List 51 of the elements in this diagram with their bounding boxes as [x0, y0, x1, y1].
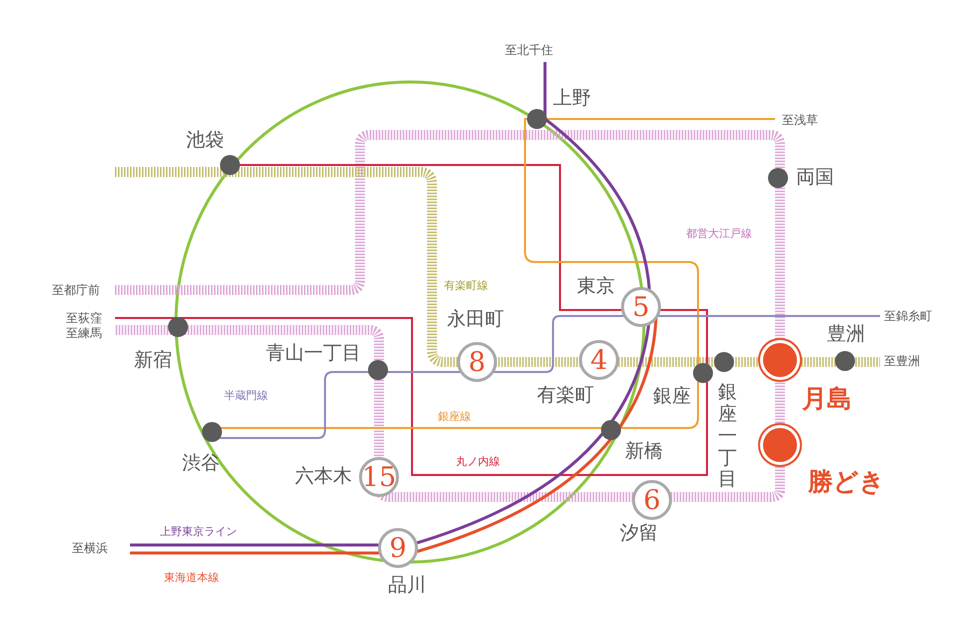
line-name-label: 銀座線 [438, 411, 471, 422]
station-dot [768, 168, 788, 188]
destination-label: 至練馬 [66, 327, 102, 339]
station-dot [714, 352, 734, 372]
destination-label: 至北千住 [505, 44, 553, 56]
station-name: 新宿 [134, 351, 172, 370]
station-name: 品川 [388, 576, 426, 595]
destination-station-marker [763, 343, 797, 377]
station-dot [835, 351, 855, 371]
station-name: 豊洲 [827, 325, 865, 344]
destination-label: 至豊洲 [884, 355, 920, 367]
destination-label: 至錦糸町 [884, 310, 932, 322]
station-name: 両国 [796, 168, 834, 187]
line-name-label: 都営大江戸線 [686, 228, 752, 239]
station-name: 六本木 [295, 467, 352, 486]
station-name: 新橋 [625, 442, 663, 461]
line-name-label: 半蔵門線 [224, 390, 268, 401]
destination-label: 至浅草 [782, 114, 818, 126]
station-name: 勝どき [808, 469, 885, 494]
destination-label: 至都庁前 [52, 284, 100, 296]
station-minutes-circle: 8 [457, 342, 497, 382]
station-name: 青山一丁目 [266, 344, 361, 363]
station-minutes-circle: 9 [378, 528, 418, 568]
station-dot [202, 422, 222, 442]
station-name: 上野 [553, 89, 591, 108]
station-name: 銀座 [653, 387, 691, 406]
station-dot [693, 363, 713, 383]
station-name: 月島 [802, 386, 852, 411]
station-dot [527, 109, 547, 129]
station-minutes-circle: 5 [621, 287, 661, 327]
station-name: 永田町 [447, 310, 504, 329]
destination-label: 至荻窪 [66, 312, 102, 324]
station-dot [168, 317, 188, 337]
station-dot [368, 360, 388, 380]
destination-station-marker [763, 428, 797, 462]
station-name: 銀座一丁目 [718, 382, 737, 492]
station-name: 汐留 [620, 524, 658, 543]
station-name: 渋谷 [182, 454, 220, 473]
line-name-label: 上野東京ライン [160, 526, 237, 537]
station-name: 有楽町 [537, 386, 594, 405]
station-minutes-circle: 15 [359, 457, 399, 497]
station-minutes-circle: 4 [579, 340, 619, 380]
station-name: 池袋 [186, 131, 224, 150]
station-dot [220, 155, 240, 175]
station-minutes-circle: 6 [632, 480, 672, 520]
station-name: 東京 [577, 277, 615, 296]
station-dot [601, 420, 621, 440]
line-name-label: 丸ノ内線 [456, 456, 500, 467]
line-name-label: 有楽町線 [444, 280, 488, 291]
line-name-label: 東海道本線 [164, 572, 219, 583]
destination-label: 至横浜 [72, 542, 108, 554]
